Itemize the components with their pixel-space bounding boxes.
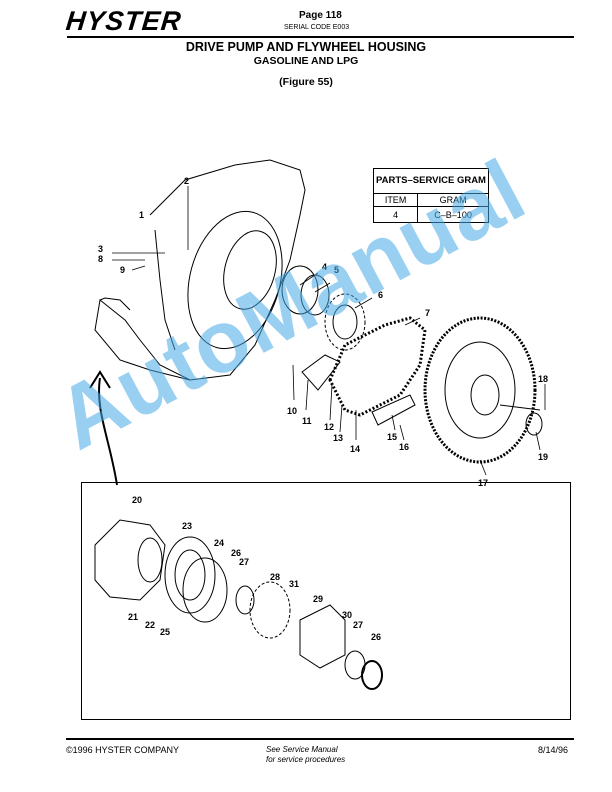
callout-12: 13 [333,433,343,443]
callout-27: 28 [270,572,280,582]
page-title: DRIVE PUMP AND FLYWHEEL HOUSING [185,40,427,54]
callout-13: 14 [350,444,360,454]
callout-14: 15 [387,432,397,442]
callout-2: 3 [98,244,103,254]
callout-30: 31 [289,579,299,589]
flywheel [423,316,537,464]
callout-18: 19 [538,452,548,462]
callout-23: 24 [214,538,224,548]
bearing-housing [299,604,346,669]
service-note: See Service Manual for service procedure… [266,745,345,765]
callout-21: 22 [145,620,155,630]
seal [361,660,383,690]
callout-10: 11 [302,416,312,426]
callout-16: 17 [478,478,488,488]
callout-20: 21 [128,612,138,622]
callout-26: 27 [239,557,249,567]
callout-15: 16 [399,442,409,452]
callout-29: 30 [342,610,352,620]
chain-guide [301,354,341,391]
drive-gear [324,293,366,351]
callout-8: 9 [120,265,125,275]
drive-pump-inset [81,482,571,720]
housing-bore [187,210,283,350]
table-row: 4 C–B–100 [372,206,489,223]
service-note-line1: See Service Manual [266,745,338,754]
callout-19: 20 [132,495,142,505]
callout-1: 2 [184,176,189,186]
callout-31: 27 [353,620,363,630]
callout-25: 26 [231,548,241,558]
bearing [525,412,543,436]
callout-11: 12 [324,422,334,432]
item-cell: 4 [372,206,419,223]
header-rule [67,36,574,38]
table-heading: PARTS–SERVICE GRAM [373,168,489,194]
gram-cell: C–B–100 [417,206,489,223]
serial-code: SERIAL CODE E003 [284,24,350,31]
callout-24: 25 [160,627,170,637]
flywheel-housing [94,159,306,381]
parts-service-gram-table: PARTS–SERVICE GRAM ITEM GRAM 4 C–B–100 [372,168,489,223]
callout-17: 18 [538,374,548,384]
arrow-to-housing [98,377,118,486]
page-subtitle: GASOLINE AND LPG [253,55,359,67]
callout-32: 26 [371,632,381,642]
callout-5: 6 [378,290,383,300]
callout-7: 8 [98,254,103,264]
footer-rule [66,738,574,740]
callout-9: 10 [287,406,297,416]
service-note-line2: for service procedures [266,755,346,764]
callout-6: 7 [425,308,430,318]
chain-guide-lower [371,394,416,426]
revision-date: 8/14/96 [538,745,569,755]
callout-22: 23 [182,521,192,531]
copyright: ©1996 HYSTER COMPANY [66,745,179,755]
callout-28: 29 [313,594,323,604]
drive-pump [94,519,166,601]
callout-3: 4 [322,262,327,272]
o-ring [182,557,228,623]
callout-4: 5 [334,265,339,275]
page-number: Page 118 [299,10,342,21]
figure-reference: (Figure 55) [279,76,333,88]
callout-0: 1 [139,210,144,220]
pump-gear [249,581,291,639]
drive-chain [328,316,427,417]
